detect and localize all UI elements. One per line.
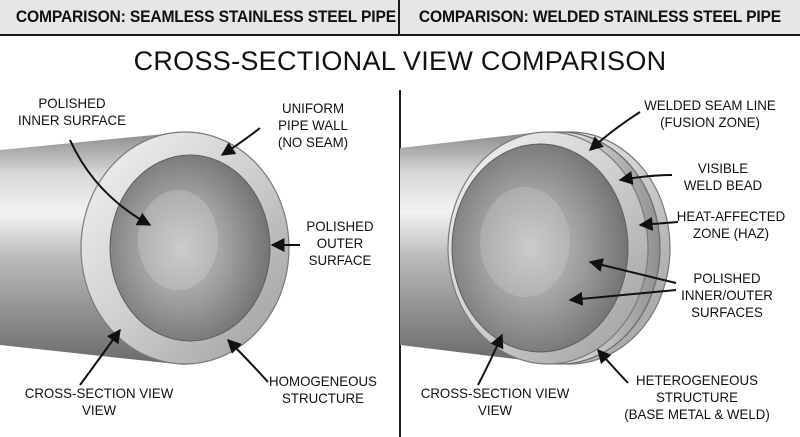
label-polished-inner: POLISHED INNER SURFACE — [15, 95, 129, 129]
label-cross-section-right: CROSS-SECTION VIEW VIEW — [414, 385, 576, 419]
seamless-pipe — [0, 131, 290, 365]
arrow-heterogeneous — [597, 348, 629, 384]
label-line: WELD BEAD — [683, 177, 763, 193]
label-line: CROSS-SECTION VIEW — [24, 385, 174, 401]
label-heterogeneous: HETEROGENEOUS STRUCTURE (BASE METAL & WE… — [616, 372, 778, 423]
seamless-pipe-bore — [109, 154, 271, 342]
label-line: VIEW — [82, 402, 116, 418]
label-cross-section-left: CROSS-SECTION VIEW VIEW — [18, 385, 180, 419]
seamless-leader-arrows — [69, 127, 300, 386]
label-line: INNER/OUTER — [681, 287, 773, 303]
welded-pipe-bore — [451, 143, 629, 353]
label-line: STRUCTURE — [655, 389, 739, 405]
arrow-weld-bead — [618, 171, 673, 185]
header-welded: COMPARISON: WELDED STAINLESS STEEL PIPE — [400, 0, 800, 36]
label-line: CROSS-SECTION VIEW — [420, 385, 570, 401]
label-polished-outer: POLISHED OUTER SURFACE — [297, 218, 383, 269]
arrow-polished-outer — [568, 289, 677, 306]
label-weld-bead: VISIBLE WELD BEAD — [671, 160, 776, 194]
label-line: STRUCTURE — [281, 390, 365, 406]
label-line: UNIFORM — [281, 100, 345, 116]
label-haz: HEAT-AFFECTED ZONE (HAZ) — [675, 208, 787, 242]
label-seam-line: WELDED SEAM LINE (FUSION ZONE) — [634, 97, 786, 131]
label-line: WELDED SEAM LINE — [644, 97, 776, 113]
welded-leader-arrows — [477, 111, 679, 386]
arrow-polished-inner — [588, 258, 677, 284]
diagram-title: CROSS-SECTIONAL VIEW COMPARISON — [133, 46, 667, 76]
label-line: SURFACE — [308, 252, 372, 268]
label-line: HOMOGENEOUS — [269, 373, 377, 389]
arrow-cross-section-left — [79, 328, 121, 386]
arrow-haz — [638, 217, 679, 231]
welded-bore-highlight — [480, 187, 570, 297]
label-line: SURFACES — [691, 304, 763, 320]
arrow-seam-line — [588, 111, 641, 151]
label-line: (FUSION ZONE) — [660, 114, 760, 130]
label-homogeneous: HOMOGENEOUS STRUCTURE — [261, 373, 385, 407]
arrow-polished-inner — [69, 139, 152, 226]
label-line: OUTER — [316, 235, 364, 251]
arrow-cross-section-right — [477, 333, 504, 386]
label-line: HEAT-AFFECTED — [676, 208, 786, 224]
label-line: POLISHED — [306, 218, 374, 234]
arrow-homogeneous — [227, 339, 269, 383]
label-line: POLISHED — [38, 95, 106, 111]
label-uniform-wall: UNIFORM PIPE WALL (NO SEAM) — [261, 100, 366, 151]
label-line: INNER SURFACE — [18, 112, 126, 128]
label-line: (NO SEAM) — [277, 134, 349, 150]
arrow-uniform-wall — [220, 127, 261, 156]
label-line: HETEROGENEOUS — [636, 372, 758, 388]
welded-pipe — [400, 131, 671, 365]
label-line: (BASE METAL & WELD) — [624, 406, 770, 422]
label-polished-surfaces: POLISHED INNER/OUTER SURFACES — [675, 270, 780, 321]
label-line: ZONE (HAZ) — [692, 225, 770, 241]
header-welded-text: COMPARISON: WELDED STAINLESS STEEL PIPE — [418, 7, 782, 26]
header-seamless: COMPARISON: SEAMLESS STAINLESS STEEL PIP… — [0, 0, 400, 36]
label-line: VIEW — [478, 402, 512, 418]
label-line: PIPE WALL — [278, 117, 348, 133]
label-line: POLISHED — [693, 270, 761, 286]
header-seamless-text: COMPARISON: SEAMLESS STAINLESS STEEL PIP… — [15, 7, 396, 26]
label-line: VISIBLE — [697, 160, 749, 176]
seamless-bore-highlight — [138, 190, 218, 290]
